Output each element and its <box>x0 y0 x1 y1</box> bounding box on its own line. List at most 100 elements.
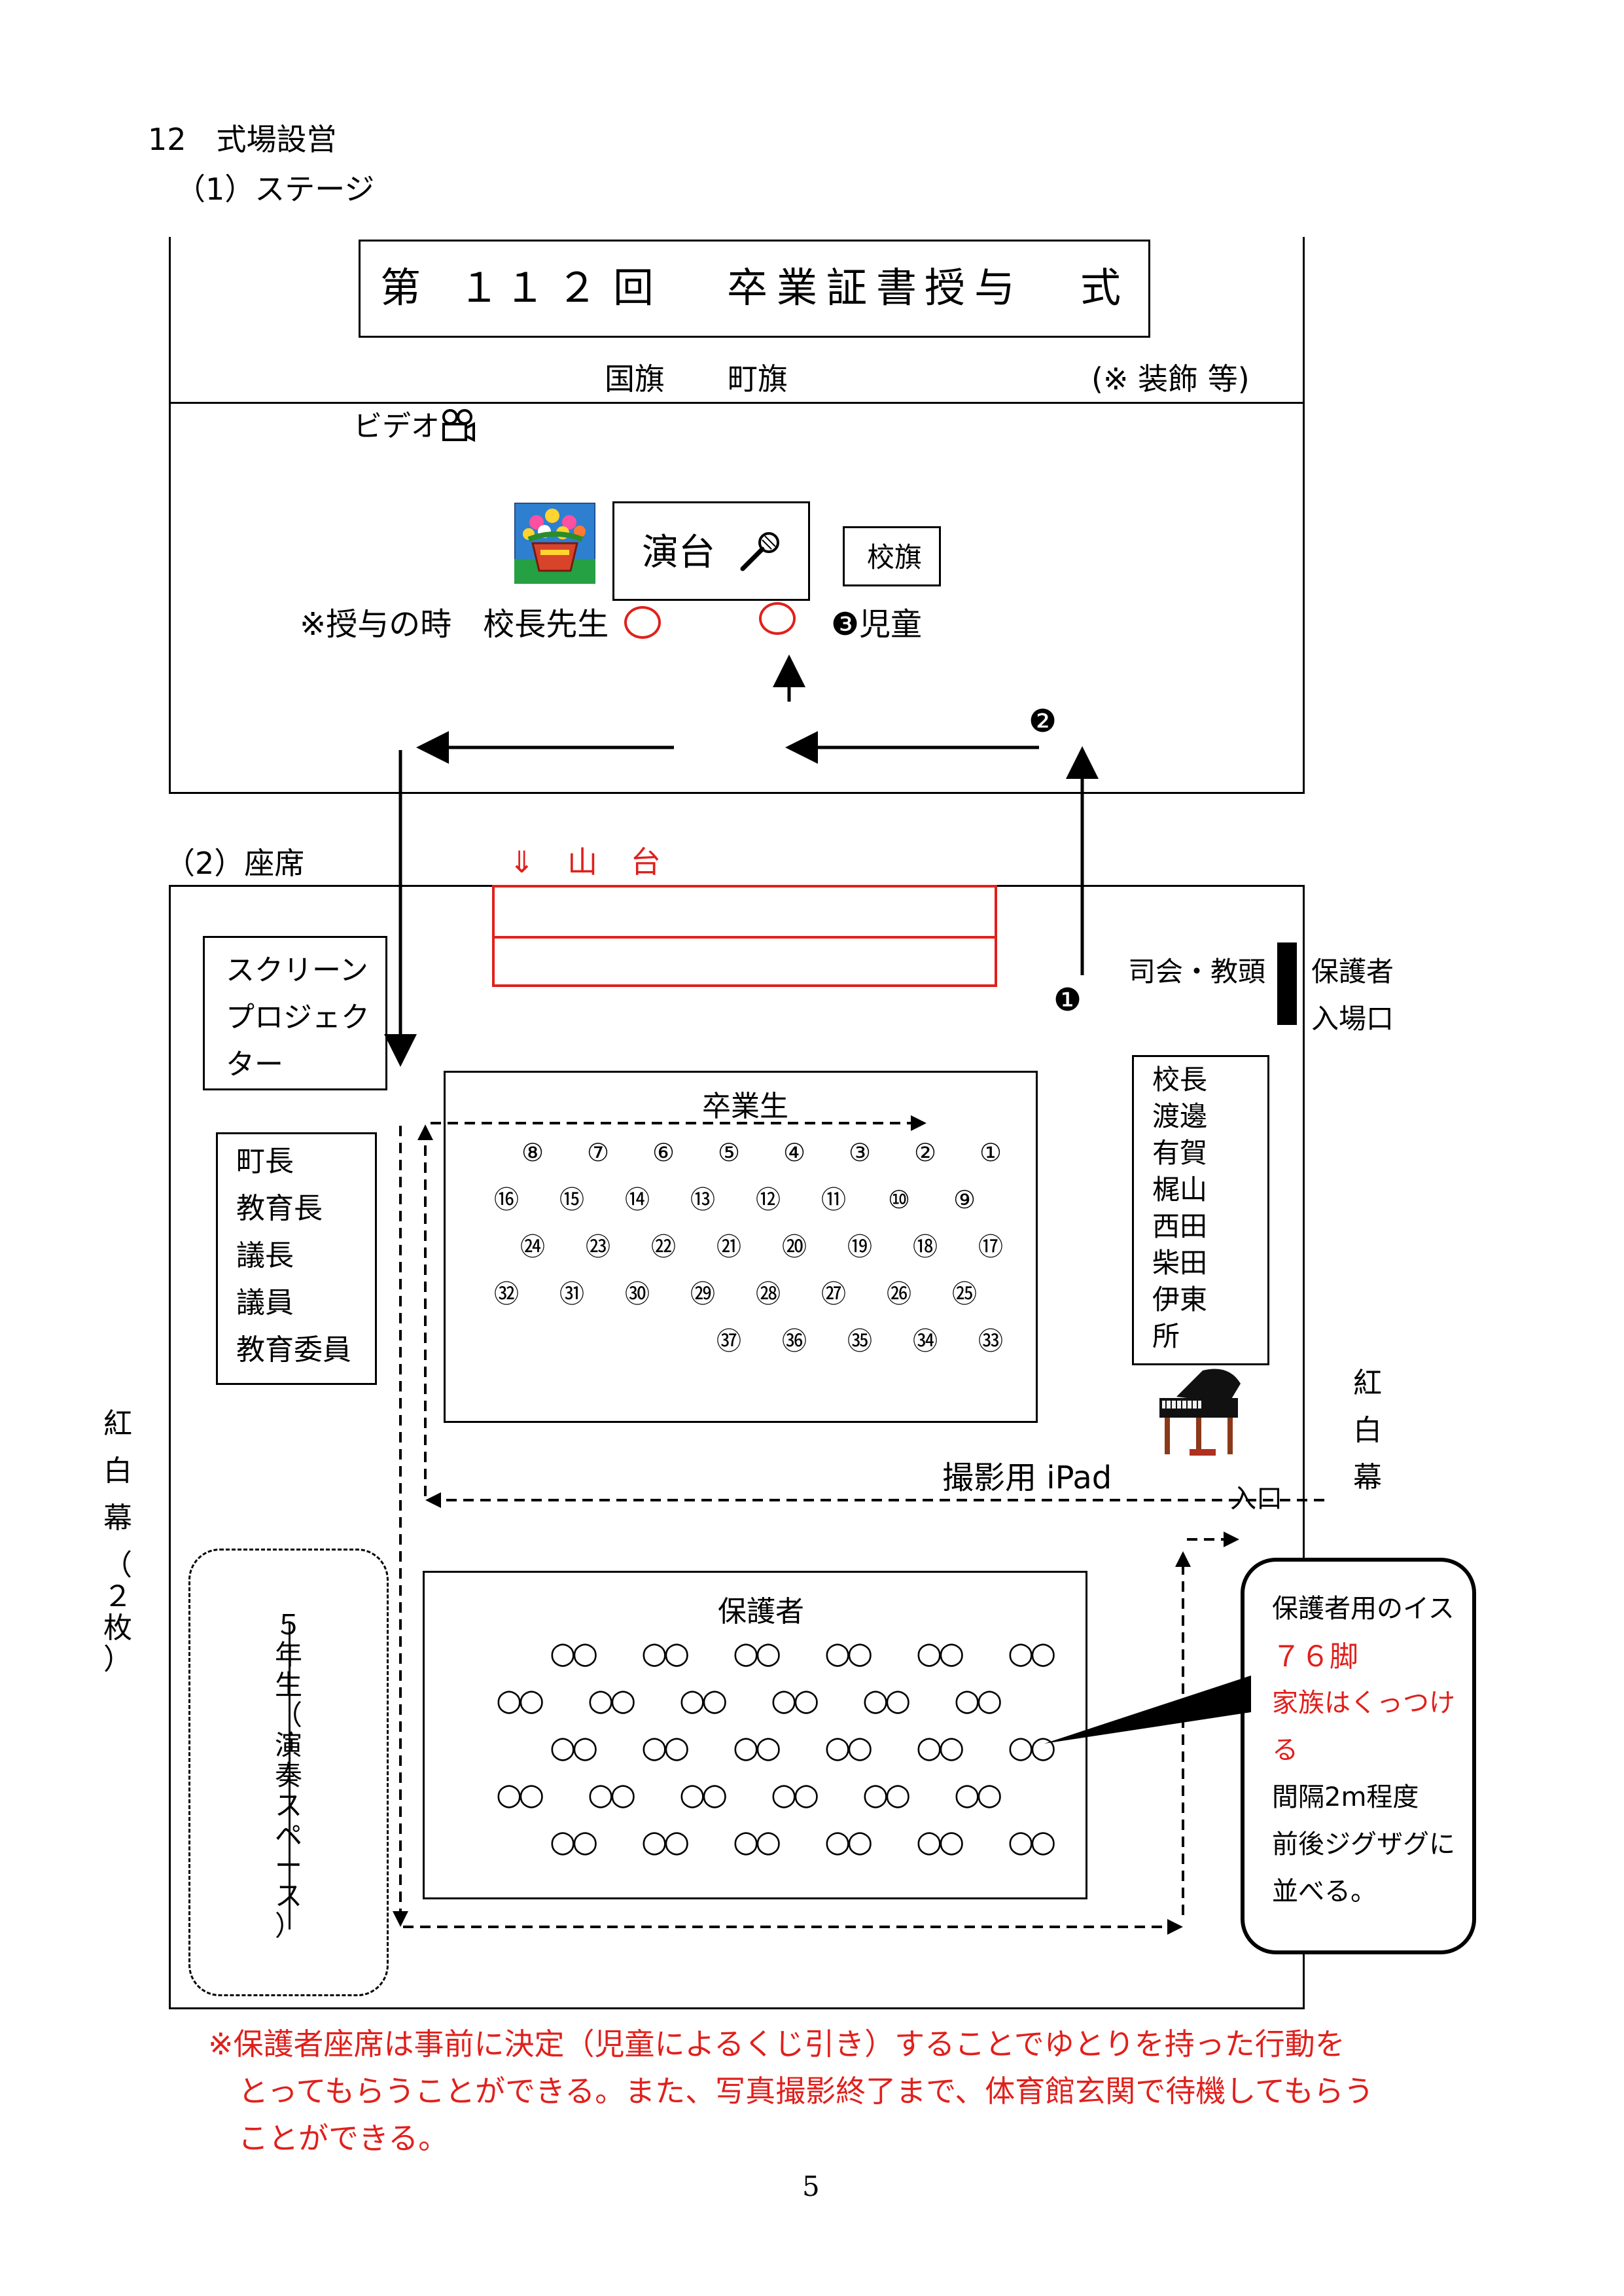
video-camera-icon <box>440 408 475 444</box>
flower-pot-icon <box>514 503 595 584</box>
screen-label-line: プロジェク <box>226 1001 370 1034</box>
parent-entrance-label: 保護者 <box>1311 956 1394 988</box>
screen-projector-box: スクリーン プロジェク ター <box>203 936 387 1090</box>
graduate-seat: ⑰ <box>978 1232 1003 1261</box>
callout-line: る <box>1272 1735 1298 1765</box>
page-number: 5 <box>802 2170 820 2202</box>
graduate-seat: ⑯ <box>493 1185 519 1214</box>
graduate-seat: ⑱ <box>912 1232 938 1261</box>
graduate-seat: ㉛ <box>559 1280 584 1308</box>
school-flag-label: 校旗 <box>867 541 923 573</box>
parent-seat-pair: ○○ <box>916 1823 964 1859</box>
graduate-seat: ⑪ <box>821 1185 846 1214</box>
graduates-area: 卒業生 <box>444 1071 1038 1423</box>
curtain-char: 枚 <box>103 1611 132 1645</box>
dais-label: ⇓ 山 台 <box>509 844 673 880</box>
parent-entrance-label: 入場口 <box>1311 1003 1394 1035</box>
callout-line: ７６脚 <box>1272 1640 1358 1674</box>
parent-seat-pair: ○○ <box>733 1823 781 1859</box>
graduate-seat: ㉗ <box>821 1280 846 1308</box>
parent-seat-pair: ○○ <box>824 1635 873 1670</box>
dais-box <box>492 885 997 987</box>
graduate-seat: ⑨ <box>953 1185 976 1214</box>
piano-icon <box>1150 1364 1247 1462</box>
decoration-note: (※ 装飾 等) <box>1091 361 1250 397</box>
parent-seat-pair: ○○ <box>679 1682 728 1717</box>
graduate-seat: ⑮ <box>559 1185 584 1214</box>
curtain-char: 紅 <box>103 1407 132 1441</box>
staff-label: 梶山 <box>1152 1174 1208 1206</box>
graduate-seat: ② <box>913 1138 937 1167</box>
microphone-icon <box>736 529 782 575</box>
title-char: １ <box>504 264 546 312</box>
curtain-char: 幕 <box>1353 1461 1382 1494</box>
parent-seat-pair: ○○ <box>550 1823 598 1859</box>
stage-front-line <box>169 792 1305 794</box>
graduate-seat: ③ <box>848 1138 872 1167</box>
parent-seat-pair: ○○ <box>641 1729 690 1765</box>
title-char: 与 <box>974 264 1015 312</box>
staff-label: 伊東 <box>1152 1283 1208 1316</box>
graduate-seat: ㊲ <box>716 1327 741 1355</box>
graduate-seat: ⑤ <box>717 1138 741 1167</box>
parent-seat-pair: ○○ <box>771 1776 819 1812</box>
note-line: ことができる。 <box>238 2121 449 2156</box>
graduate-seat: ㉑ <box>716 1232 741 1261</box>
stage-frame <box>169 237 1305 793</box>
curtain-char: ） <box>103 1643 132 1676</box>
title-char: 回 <box>613 264 654 312</box>
parent-seat-pair: ○○ <box>954 1682 1002 1717</box>
graduate-seat: ⑩ <box>887 1185 911 1214</box>
graduate-seat: ㉕ <box>951 1280 977 1308</box>
parent-seat-pair: ○○ <box>496 1776 544 1812</box>
note-line: ※保護者座席は事前に決定（児童によるくじ引き）することでゆとりを持った行動を <box>208 2026 1345 2062</box>
ceremony-title-banner: 第 １ １ ２ 回 卒 業 証 書 授 与 式 <box>359 240 1150 338</box>
curtain-char: 幕 <box>103 1501 132 1535</box>
screen-label-line: スクリーン <box>226 954 368 987</box>
stage-back-line <box>169 402 1305 404</box>
curtain-char: 白 <box>1353 1414 1382 1447</box>
graduate-seat: ⑲ <box>847 1232 872 1261</box>
parent-seat-pair: ○○ <box>641 1635 690 1670</box>
graduate-seat: ㉓ <box>585 1232 610 1261</box>
principal-position-marker <box>624 606 661 639</box>
graduate-seat: ⑳ <box>781 1232 807 1261</box>
graduate-seat: ㉝ <box>978 1327 1003 1355</box>
right-curtain-label: 紅 白 幕 <box>1353 1369 1382 1511</box>
section-heading: 12 式場設営 <box>148 122 337 157</box>
left-curtain-label: 紅 白 幕 （ ２ 枚 ） <box>103 1410 132 1693</box>
graduate-seat: ⑦ <box>586 1138 610 1167</box>
callout-line: 前後ジグザグに <box>1272 1829 1455 1859</box>
graduate-seat: ⑥ <box>652 1138 675 1167</box>
staff-label: 校長 <box>1152 1064 1208 1096</box>
title-char: 業 <box>777 264 818 312</box>
curtain-char: ２ <box>103 1580 132 1613</box>
parent-seat-pair: ○○ <box>588 1776 636 1812</box>
seating-subheading: （2）座席 <box>165 846 305 881</box>
parent-seat-pair: ○○ <box>916 1729 964 1765</box>
graduate-seat: ㊱ <box>781 1327 807 1355</box>
graduate-seat: ① <box>979 1138 1002 1167</box>
graduate-seat: ⑬ <box>690 1185 715 1214</box>
curtain-char: 白 <box>103 1454 132 1488</box>
parent-seat-pair: ○○ <box>862 1682 911 1717</box>
podium-label: 演台 <box>642 531 715 574</box>
dais-divider <box>495 936 995 939</box>
fifth-grade-centerline <box>289 1623 291 1929</box>
parent-seat-pair: ○○ <box>824 1729 873 1765</box>
step-2-marker: ❷ <box>1029 703 1057 740</box>
staff-label: 渡邊 <box>1152 1100 1208 1132</box>
ipad-label: 撮影用 iPad <box>942 1460 1112 1496</box>
guest-label: 教育委員 <box>236 1333 351 1367</box>
parent-seat-pair: ○○ <box>824 1823 873 1859</box>
staff-seating-box: 校長 渡邊 有賀 梶山 西田 柴田 伊東 所 <box>1132 1055 1269 1365</box>
staff-label: 柴田 <box>1152 1247 1208 1279</box>
parent-seat-pair: ○○ <box>641 1823 690 1859</box>
parent-seat-pair: ○○ <box>733 1635 781 1670</box>
student-position-marker <box>759 602 796 635</box>
graduate-seat: ㉒ <box>650 1232 676 1261</box>
graduate-seat: ⑧ <box>521 1138 544 1167</box>
guest-label: 町長 <box>236 1145 294 1178</box>
parent-seat-pair: ○○ <box>1008 1729 1056 1765</box>
